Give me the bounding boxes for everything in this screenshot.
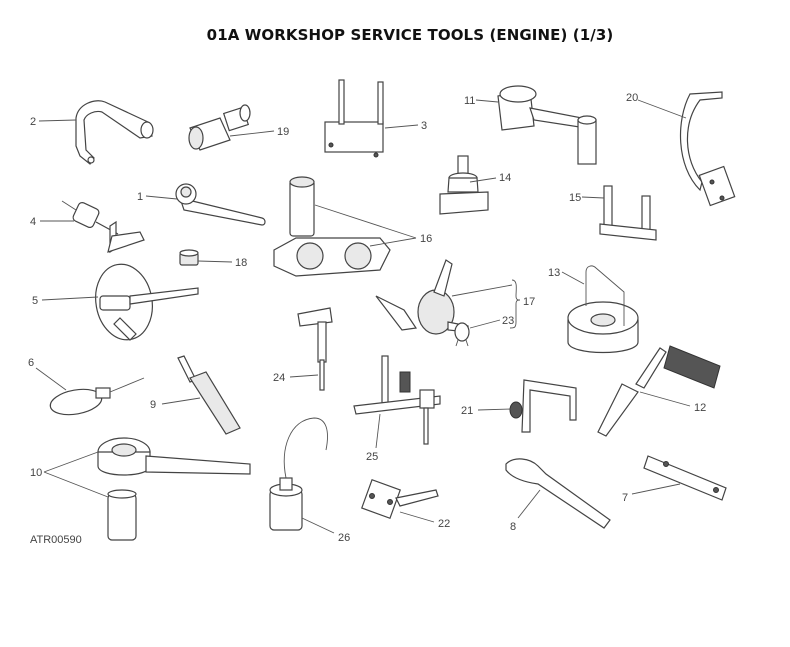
callout-6: 6 — [28, 357, 34, 369]
callout-20: 20 — [626, 92, 638, 104]
callout-18: 18 — [235, 257, 247, 269]
callout-15: 15 — [569, 192, 581, 204]
tool-13-illustration — [567, 265, 639, 354]
tool-11-illustration — [497, 85, 597, 165]
callout-8: 8 — [510, 521, 516, 533]
tool-8-illustration — [505, 458, 611, 529]
callout-22: 22 — [438, 518, 450, 530]
callout-24: 24 — [273, 372, 285, 384]
callout-26: 26 — [338, 532, 350, 544]
callout-13: 13 — [548, 267, 560, 279]
tool-2-illustration — [75, 100, 154, 165]
tool-1-illustration — [175, 183, 266, 226]
tool-19-illustration — [188, 104, 251, 151]
tool-24-illustration — [297, 307, 333, 391]
callout-10: 10 — [30, 467, 42, 479]
tool-22-illustration — [361, 479, 439, 519]
callout-3: 3 — [421, 120, 427, 132]
callout-25: 25 — [366, 451, 378, 463]
callout-12: 12 — [694, 402, 706, 414]
tool-3-illustration — [324, 79, 384, 158]
tool-18-illustration — [179, 249, 199, 266]
tool-7-illustration — [643, 455, 727, 501]
tool-21-illustration — [509, 379, 577, 433]
tool-23-illustration — [454, 322, 470, 347]
reference-code: ATR00590 — [30, 534, 82, 546]
page-title: 01A WORKSHOP SERVICE TOOLS (ENGINE) (1/3… — [206, 26, 614, 44]
callout-5: 5 — [32, 295, 38, 307]
tool-10-illustration — [97, 437, 251, 541]
callout-14: 14 — [499, 172, 511, 184]
callout-4: 4 — [30, 216, 36, 228]
callout-2: 2 — [30, 116, 36, 128]
tool-20-illustration — [679, 91, 736, 207]
tool-4-illustration — [61, 200, 145, 254]
tool-15-illustration — [599, 185, 657, 241]
tool-25-illustration — [353, 355, 441, 445]
tool-9-illustration — [177, 355, 241, 435]
tool-12-illustration — [597, 345, 721, 437]
tool-16-illustration — [273, 176, 391, 277]
callout-17: 17 — [523, 296, 535, 308]
callout-16: 16 — [420, 233, 432, 245]
callout-7: 7 — [622, 492, 628, 504]
tool-17-illustration — [375, 259, 469, 335]
tool-14-illustration — [439, 155, 489, 215]
tool-6-illustration — [49, 377, 145, 416]
callout-21: 21 — [461, 405, 473, 417]
callout-23: 23 — [502, 315, 514, 327]
callout-11: 11 — [464, 95, 475, 107]
callout-19: 19 — [277, 126, 289, 138]
tool-5-illustration — [95, 263, 199, 341]
callout-9: 9 — [150, 399, 156, 411]
tool-26-illustration — [269, 417, 328, 531]
callout-1: 1 — [137, 191, 143, 203]
